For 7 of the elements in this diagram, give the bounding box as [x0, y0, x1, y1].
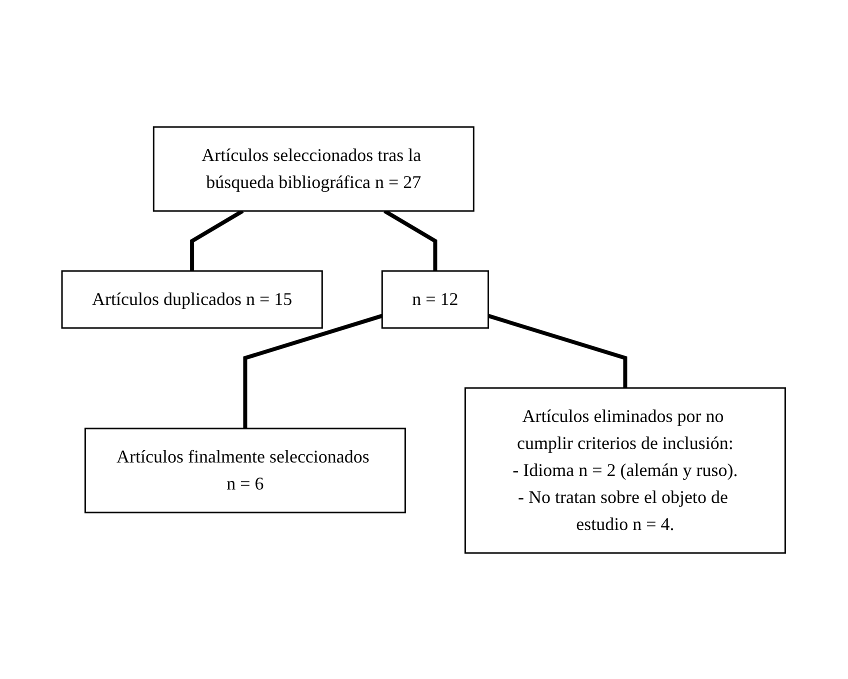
node-box	[382, 270, 490, 328]
connector	[488, 313, 628, 388]
node-box	[153, 126, 475, 212]
node-box	[62, 270, 324, 328]
node-box	[464, 386, 786, 554]
connector	[244, 313, 384, 428]
node-box	[84, 427, 406, 513]
